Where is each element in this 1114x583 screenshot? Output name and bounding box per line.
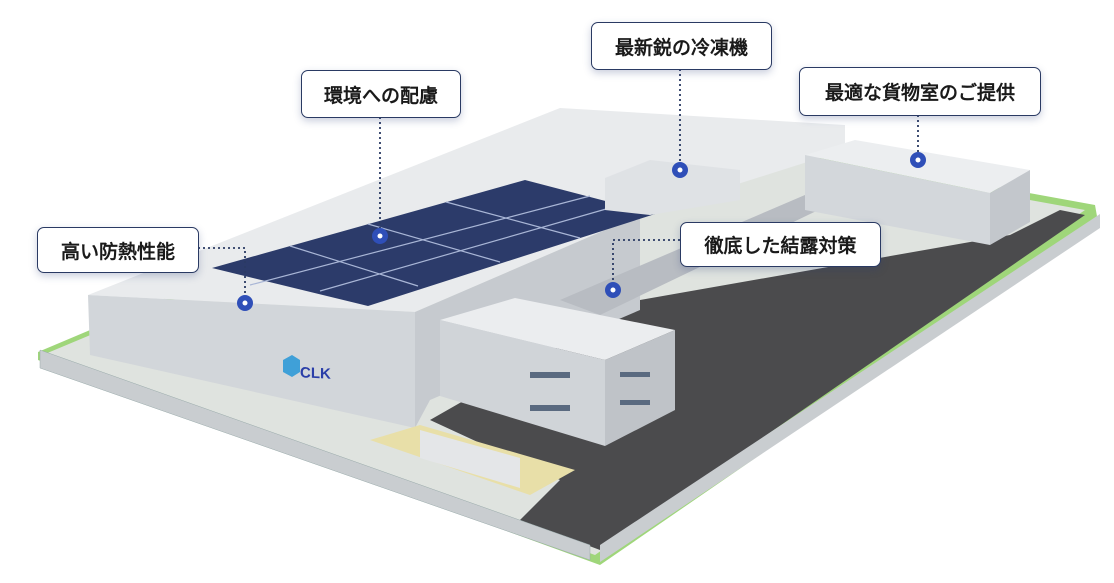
callout-label: 最新鋭の冷凍機 [614,36,748,59]
fence-right [600,214,1100,562]
office-windows [530,372,650,411]
solar-panels [212,180,655,306]
callout-condensation[interactable]: 徹底した結露対策 [680,222,881,267]
callout-cargo-room[interactable]: 最適な貨物室のご提供 [799,67,1041,116]
building-logo: CLK [300,364,331,383]
callout-label: 高い防熱性能 [60,240,175,263]
guard-house-building [420,430,520,488]
office-front [440,320,605,446]
callout-label: 最適な貨物室のご提供 [824,82,1015,104]
callout-label: 環境への配慮 [323,84,438,107]
callout-insulation[interactable]: 高い防熱性能 [37,227,199,273]
callout-refrigerator[interactable]: 最新鋭の冷凍機 [591,22,772,70]
office-roof [440,298,675,360]
leader-lines [198,69,919,303]
cargo-room-side [990,170,1030,245]
cargo-room-front [805,155,990,245]
logo-icon [283,355,300,377]
callout-environment[interactable]: 環境への配慮 [301,70,461,118]
asphalt-yard [430,210,1085,550]
office-side [605,330,675,446]
main-front-wall [88,295,415,428]
fence [39,349,591,561]
callout-label: 徹底した結露対策 [704,235,857,257]
refrigerator-block [605,160,740,215]
